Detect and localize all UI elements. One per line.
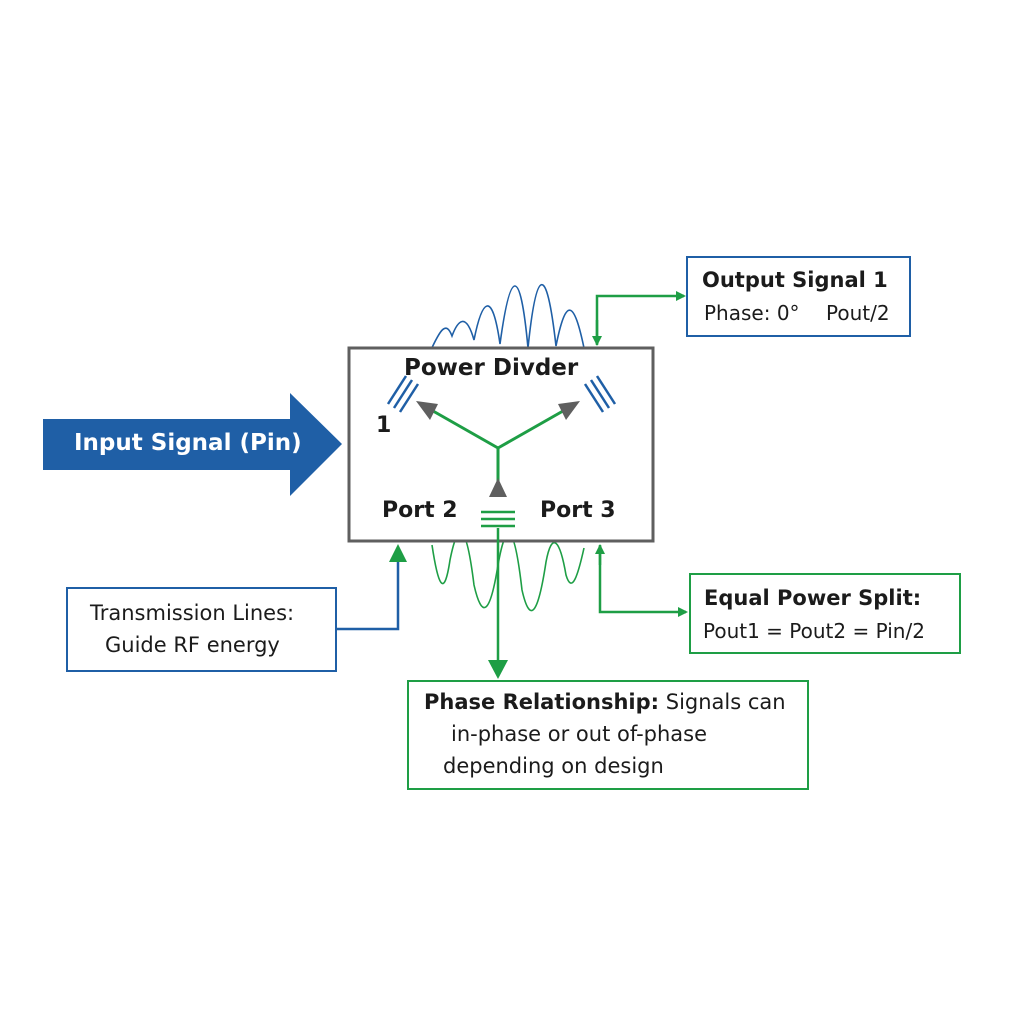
transmission-lines-title: Transmission Lines: (90, 601, 295, 625)
phase-relationship-title: Phase Relationship: (424, 690, 660, 714)
phase-relationship-line2: in-phase or out of-phase (451, 722, 708, 746)
transmission-lines-box: Transmission Lines: Guide RF energy (66, 587, 337, 672)
connector-transmission (337, 560, 400, 631)
divider-title: Power Divder (404, 355, 579, 381)
transmission-lines-desc: Guide RF energy (105, 633, 280, 657)
transmission-arrowhead (389, 544, 407, 562)
output-signal-1-power: Pout/2 (826, 301, 890, 325)
port3-label: Port 3 (540, 498, 616, 523)
connector-output1 (595, 291, 686, 345)
port3-stub-icon (583, 375, 617, 413)
equal-power-split-title: Equal Power Split: (704, 586, 922, 610)
equal-power-split-formula: Pout1 = Pout2 = Pin/2 (703, 619, 925, 643)
divider-branch-left (425, 405, 499, 450)
output-signal-1-phase: Phase: 0° (704, 301, 800, 325)
phase-relationship-box: Phase Relationship: Signals can in-phase… (407, 680, 809, 790)
phase-relationship-line1: Phase Relationship: Signals can (424, 690, 786, 714)
output-signal-1-title: Output Signal 1 (702, 268, 888, 292)
output-signal-1-box: Output Signal 1 Phase: 0° Pout/2 (686, 256, 911, 337)
phase-relationship-line3: depending on design (443, 754, 664, 778)
phase-arrowhead (488, 660, 508, 679)
phase-relationship-line1-rest: Signals can (665, 690, 786, 714)
input-arrow-shape (43, 393, 342, 496)
green-signal-wave (431, 531, 585, 612)
arrowhead-left (416, 401, 438, 420)
connector-equal-split (598, 545, 688, 617)
input-signal-label: Input Signal (Pin) (74, 430, 302, 456)
port1-stub-icon (386, 375, 420, 413)
power-divider-box (347, 346, 655, 543)
port1-label: 1 (376, 413, 392, 438)
equal-power-split-box: Equal Power Split: Pout1 = Pout2 = Pin/2 (689, 573, 961, 654)
port2-label: Port 2 (382, 498, 458, 523)
blue-signal-wave (429, 283, 585, 353)
arrowhead-center (489, 478, 507, 497)
divider-branch-right (497, 405, 571, 450)
arrowhead-right (558, 401, 580, 420)
input-port-symbol (481, 510, 515, 528)
